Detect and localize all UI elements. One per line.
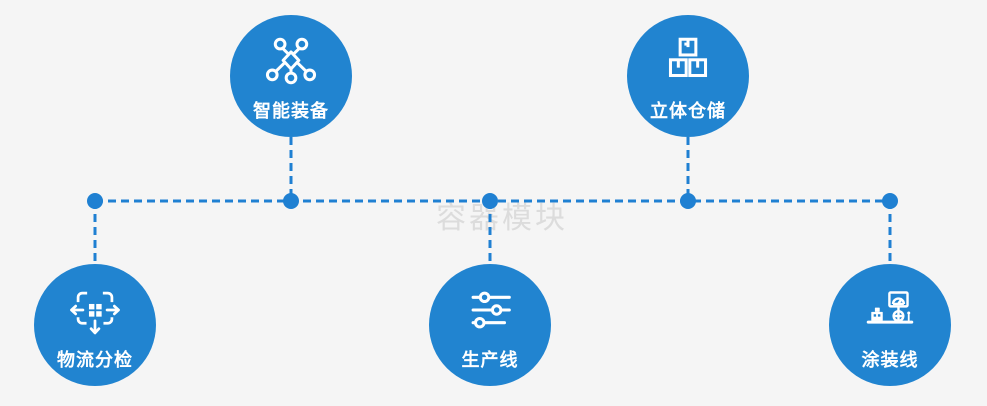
- stacked-boxes-icon: [668, 37, 708, 77]
- node-label: 涂装线: [861, 349, 919, 371]
- junction-dot: [680, 193, 696, 209]
- node-stereo-warehouse: 立体仓储: [627, 15, 749, 137]
- junction-dot: [87, 193, 103, 209]
- junction-dot: [482, 193, 498, 209]
- node-logistics-sorting: 物流分检: [34, 264, 156, 386]
- node-painting-line: 涂装线: [829, 264, 951, 386]
- node-smart-equipment: 智能装备: [230, 15, 352, 137]
- distribute-arrows-icon: [70, 291, 120, 334]
- node-label: 立体仓储: [650, 100, 726, 122]
- junction-dot: [882, 193, 898, 209]
- sliders-icon: [471, 291, 511, 328]
- node-label: 物流分检: [57, 349, 133, 371]
- node-label: 智能装备: [253, 100, 329, 122]
- node-production-line: 生产线: [429, 264, 551, 386]
- junction-dot: [283, 193, 299, 209]
- network-nodes-icon: [265, 37, 317, 84]
- node-label: 生产线: [461, 349, 519, 371]
- workstation-icon: [866, 290, 914, 324]
- watermark-text: 容器模块: [436, 201, 568, 236]
